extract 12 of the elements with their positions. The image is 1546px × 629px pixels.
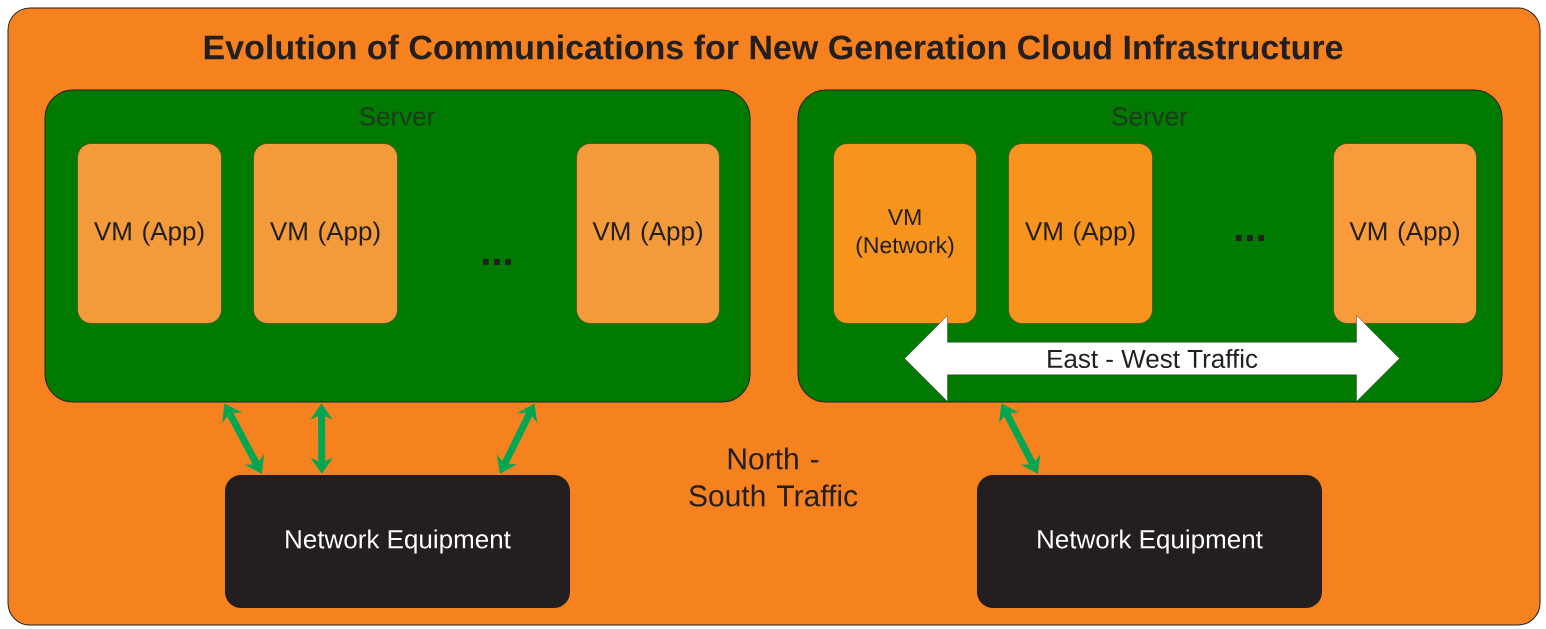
vm-box: VM (App) bbox=[1333, 143, 1477, 324]
ellipsis: ... bbox=[1236, 235, 1264, 241]
vm-box: VM (App) bbox=[1008, 143, 1153, 324]
vm-box: VM (Network) bbox=[833, 143, 977, 324]
title: Evolution of Communications for New Generation Cloud Infrastructure bbox=[204, 34, 1343, 60]
vm-box: VM (App) bbox=[77, 143, 222, 324]
traffic-label: North - South Traffic bbox=[689, 447, 858, 507]
equipment-box: Network Equipment bbox=[225, 475, 570, 608]
vm-box: VM (App) bbox=[576, 143, 720, 324]
equipment-box: Network Equipment bbox=[977, 475, 1322, 608]
ellipsis: ... bbox=[483, 259, 511, 265]
vm-box: VM (App) bbox=[253, 143, 398, 324]
